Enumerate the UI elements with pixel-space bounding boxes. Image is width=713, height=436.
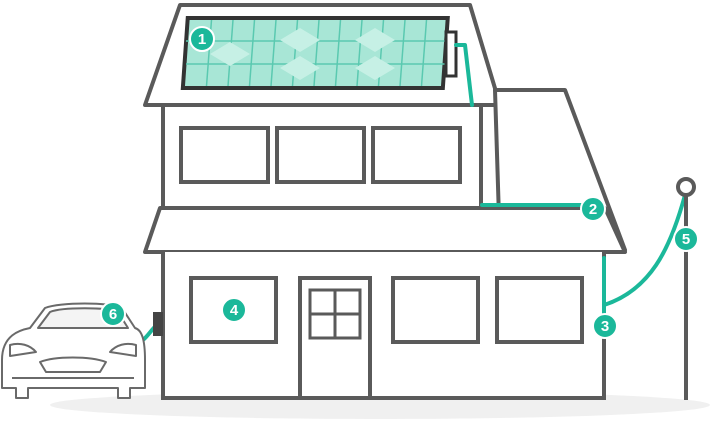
marker-4-label: 4: [229, 301, 239, 319]
upper-window-3: [371, 126, 462, 184]
marker-5[interactable]: 5: [673, 226, 699, 252]
marker-3-label: 3: [600, 317, 610, 335]
marker-4[interactable]: 4: [221, 297, 247, 323]
marker-2-label: 2: [588, 200, 598, 218]
upper-window-1: [179, 126, 270, 184]
marker-6[interactable]: 6: [100, 301, 126, 327]
marker-5-label: 5: [681, 230, 691, 248]
solar-panel-array: [180, 16, 458, 90]
lower-roof: [143, 206, 627, 254]
wall-charger: [153, 312, 163, 336]
marker-1-label: 1: [197, 30, 207, 48]
upper-window-2: [275, 126, 366, 184]
marker-1[interactable]: 1: [189, 26, 215, 52]
marker-2[interactable]: 2: [580, 196, 606, 222]
power-wiring: [133, 43, 687, 345]
ground-window-2: [391, 276, 480, 344]
marker-6-label: 6: [108, 305, 118, 323]
ground-window-3: [495, 276, 584, 344]
marker-3[interactable]: 3: [592, 313, 618, 339]
